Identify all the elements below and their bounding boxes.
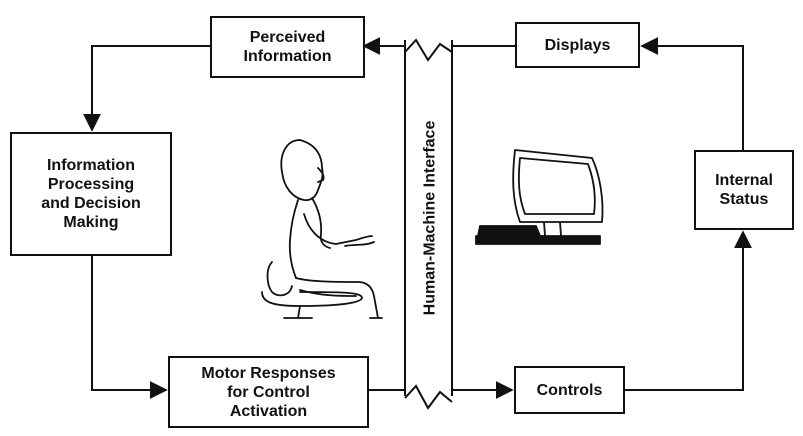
displays-label: Displays [544,36,611,54]
perceived-information-box: Perceived Information [210,16,365,78]
controls-box: Controls [514,366,625,414]
interface-band [404,38,453,410]
internal-status-box: Internal Status [694,150,794,230]
arrow-processing-to-motor [91,255,168,399]
motor-responses-label: Motor Responses for Control Activation [201,364,336,420]
perceived-information-label: Perceived Information [243,29,332,65]
human-machine-interface-label: Human-Machine Interface [421,120,438,316]
seated-woman-illustration [261,139,383,319]
human-machine-interface: Human-Machine Interface [409,40,451,396]
displays-box: Displays [515,22,640,68]
controls-label: Controls [536,381,603,399]
arrow-controls-to-status [625,230,752,391]
arrow-perceived-to-processing [83,45,210,132]
internal-status-label: Internal Status [715,172,773,208]
motor-responses-box: Motor Responses for Control Activation [168,356,369,428]
computer-monitor-illustration [475,149,604,245]
arrow-status-to-displays [640,37,744,150]
information-processing-box: Information Processing and Decision Maki… [10,132,172,256]
information-processing-label: Information Processing and Decision Maki… [41,157,141,231]
